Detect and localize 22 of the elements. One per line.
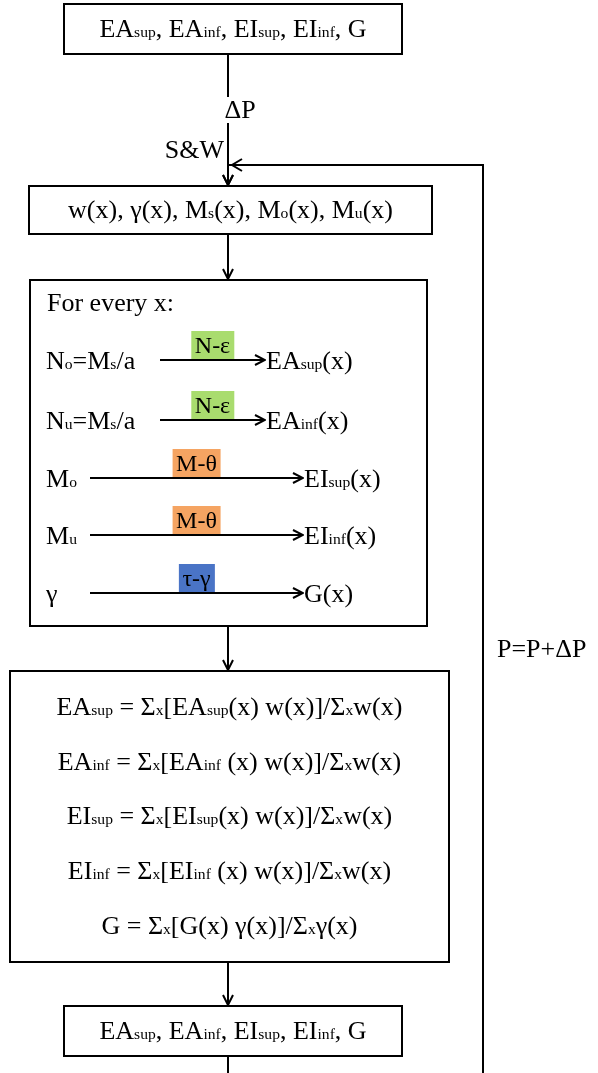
- arrow: [222, 234, 234, 280]
- box-heading: For every x:: [47, 287, 175, 319]
- edge-label: N-ε: [190, 391, 235, 419]
- annotation-text: S&W: [164, 137, 224, 163]
- arrow: [222, 158, 484, 1073]
- arrow: [89, 587, 304, 599]
- edge-label: M-θ: [172, 449, 221, 477]
- formula-text: γ: [46, 578, 91, 610]
- arrow: [222, 626, 234, 671]
- process-box: [29, 279, 428, 627]
- arrow: [159, 354, 266, 366]
- formula-text: G(x): [304, 578, 414, 610]
- edge-label: N-ε: [190, 331, 235, 359]
- arrow: [159, 414, 266, 426]
- edge-label: M-θ: [172, 506, 221, 534]
- arrow: [89, 529, 304, 541]
- edge-label: P=P+ΔP: [497, 636, 587, 662]
- arrow: [89, 472, 304, 484]
- edge-label: ΔP: [222, 97, 258, 123]
- edge-label: τ-γ: [178, 564, 215, 592]
- process-box: [9, 670, 450, 963]
- arrow: [222, 962, 234, 1006]
